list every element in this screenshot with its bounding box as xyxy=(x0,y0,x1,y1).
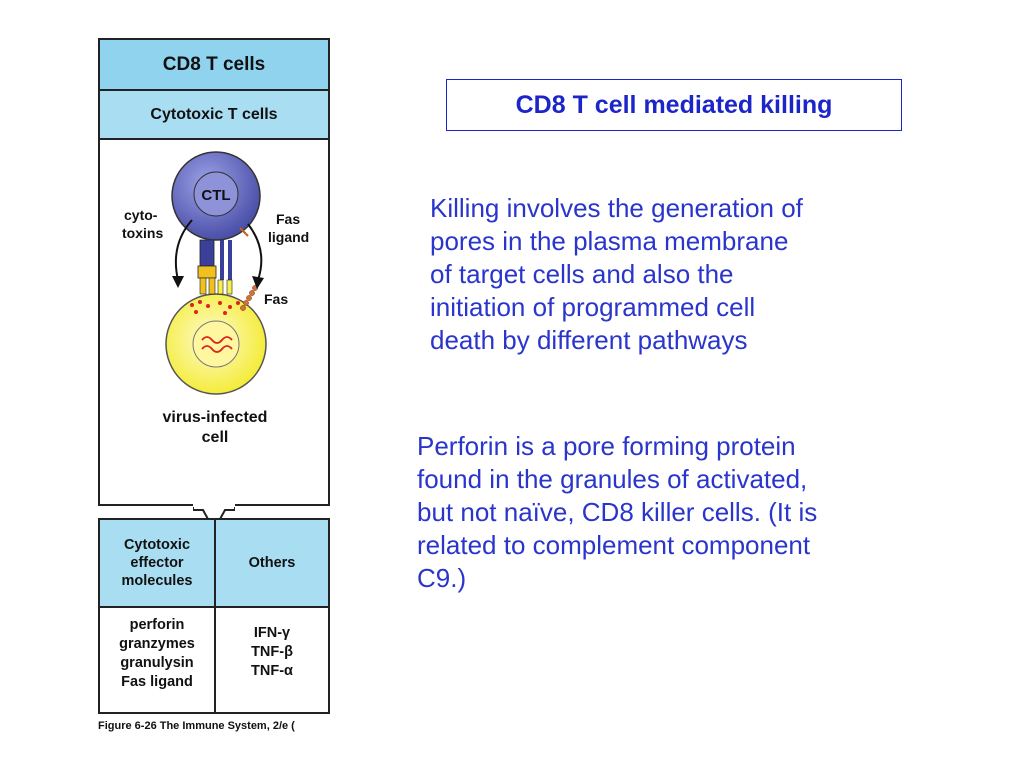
label-fas-ligand-2: ligand xyxy=(268,229,309,245)
label-target-1: virus-infected xyxy=(163,409,268,426)
list-item: TNF-β xyxy=(251,644,293,660)
paragraph-line: of target cells and also the xyxy=(430,259,734,289)
paragraph-line: Perforin is a pore forming protein xyxy=(417,431,796,461)
paragraph-line: but not naïve, CD8 killer cells. (It is xyxy=(417,497,818,527)
cytotoxin-arrow xyxy=(174,219,193,281)
slide-title: CD8 T cell mediated killing xyxy=(446,79,902,131)
label-target-2: cell xyxy=(202,429,229,446)
label-cytotoxins-1: cyto- xyxy=(124,207,158,223)
list-item: perforin xyxy=(129,617,185,633)
figure-caption: Figure 6-26 The Immune System, 2/e ( xyxy=(98,720,295,732)
paragraph-line: pores in the plasma membrane xyxy=(430,226,789,256)
effector-table: Cytotoxic effector molecules perforin gr… xyxy=(98,518,330,714)
paragraph-perforin: Perforin is a pore forming protein found… xyxy=(417,430,977,595)
list-item: granulysin xyxy=(120,655,194,671)
effector-column: Cytotoxic effector molecules perforin gr… xyxy=(100,520,216,712)
figure-header: CD8 T cells xyxy=(100,40,328,91)
ctl-label: CTL xyxy=(201,187,230,204)
paragraph-line: C9.) xyxy=(417,563,467,593)
list-item: Fas ligand xyxy=(121,674,193,690)
paragraph-line: Killing involves the generation of xyxy=(430,193,803,223)
others-header: Others xyxy=(216,520,328,608)
effector-list: perforin granzymes granulysin Fas ligand xyxy=(100,616,214,692)
paragraph-line: death by different pathways xyxy=(430,325,748,355)
mhc-molecule xyxy=(197,265,217,279)
figure-subheader: Cytotoxic T cells xyxy=(100,91,328,140)
others-column: Others IFN-γ TNF-β TNF-α xyxy=(216,520,328,712)
others-list: IFN-γ TNF-β TNF-α xyxy=(216,624,328,681)
fas-ligand-arrow xyxy=(247,223,263,281)
paragraph-line: related to complement component xyxy=(417,530,811,560)
list-item: TNF-α xyxy=(251,663,293,679)
paragraph-killing: Killing involves the generation of pores… xyxy=(430,192,950,357)
figure-top-panel: CD8 T cells Cytotoxic T cells xyxy=(98,38,330,506)
viral-rna xyxy=(201,336,233,344)
immune-figure: CD8 T cells Cytotoxic T cells xyxy=(98,38,330,732)
tcr-receptor xyxy=(199,239,215,267)
cytotoxin-granules xyxy=(190,300,240,315)
effector-header-line: molecules xyxy=(121,573,193,589)
ctl-diagram: CTL cyto- toxins Fas ligand Fas virus-in… xyxy=(122,151,309,446)
fas-receptor xyxy=(240,285,258,311)
effector-header-line: effector xyxy=(130,555,184,571)
label-cytotoxins-2: toxins xyxy=(122,225,163,241)
target-nucleus xyxy=(192,320,240,368)
effector-header: Cytotoxic effector molecules xyxy=(100,520,214,608)
ctl-nucleus xyxy=(193,171,239,217)
paragraph-line: found in the granules of activated, xyxy=(417,464,808,494)
paragraph-line: initiation of programmed cell xyxy=(430,292,756,322)
effector-header-line: Cytotoxic xyxy=(123,537,191,553)
label-fas-ligand-1: Fas xyxy=(276,211,300,227)
list-item: granzymes xyxy=(119,636,195,652)
list-item: IFN-γ xyxy=(253,625,291,641)
label-fas: Fas xyxy=(264,291,288,307)
